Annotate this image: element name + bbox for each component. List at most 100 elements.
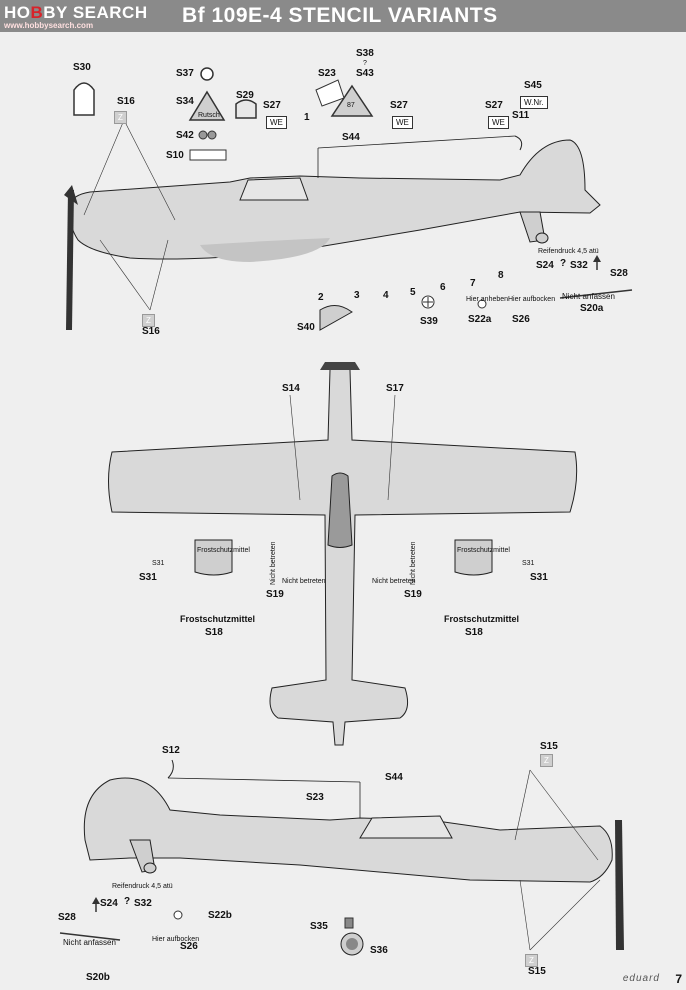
stencil-frost-right: Frostschutzmittel bbox=[444, 614, 520, 624]
label-s24-bottom: S24 bbox=[100, 898, 118, 909]
plan-view bbox=[108, 362, 578, 746]
stencil-frost-left-panel: Frostschutzmittel bbox=[197, 547, 250, 554]
s34-triangle-icon bbox=[188, 90, 226, 121]
hobbysearch-logo: HOBBY SEARCH bbox=[4, 3, 148, 22]
header-bar: HOBBY SEARCH www.hobbysearch.com Bf 109E… bbox=[0, 0, 686, 32]
plan-cockpit bbox=[327, 472, 353, 548]
label-q-s38: ? bbox=[363, 60, 367, 67]
canopy-top bbox=[239, 177, 309, 201]
wing-root-top bbox=[200, 238, 330, 262]
label-s32-bottom: S32 bbox=[134, 898, 152, 909]
label-s15-bottom: S15 bbox=[528, 966, 546, 977]
fuselage-side-top bbox=[69, 139, 601, 260]
propeller-bottom bbox=[615, 820, 624, 950]
label-s26-bottom: S26 bbox=[180, 941, 198, 952]
label-s29: S29 bbox=[236, 90, 254, 101]
stencil-frost-right-panel: Frostschutzmittel bbox=[457, 547, 510, 554]
label-s27-b: S27 bbox=[390, 100, 408, 111]
label-s16: S16 bbox=[117, 96, 135, 107]
side-view-bottom bbox=[83, 759, 624, 956]
label-s16-bottom: S16 bbox=[142, 326, 160, 337]
label-number-4: 4 bbox=[383, 290, 389, 301]
plan-panel-right bbox=[454, 539, 493, 576]
s37-ring-icon bbox=[200, 67, 214, 81]
s20a-arrow-icon bbox=[559, 289, 633, 299]
stencil-we-c: WE bbox=[488, 116, 509, 129]
label-s42: S42 bbox=[176, 130, 194, 141]
stencil-nicht-betreten-r1: Nicht betreten bbox=[372, 578, 416, 585]
label-s32-top: S32 bbox=[570, 260, 588, 271]
s22b-circle-icon bbox=[173, 910, 183, 920]
label-number-5: 5 bbox=[410, 287, 416, 298]
label-s23-bottom: S23 bbox=[306, 792, 324, 803]
label-s10: S10 bbox=[166, 150, 184, 161]
stencil-nicht-betreten-l2: Nicht betreten bbox=[282, 578, 326, 585]
label-s36: S36 bbox=[370, 945, 388, 956]
plan-prop bbox=[320, 362, 360, 370]
label-s43: S43 bbox=[356, 68, 374, 79]
label-s37: S37 bbox=[176, 68, 194, 79]
label-s31-left: S31 bbox=[139, 572, 157, 583]
s42-circle-icon bbox=[198, 130, 208, 140]
leader-lines bbox=[83, 119, 601, 951]
label-s34: S34 bbox=[176, 96, 194, 107]
label-s17: S17 bbox=[386, 383, 404, 394]
stencil-hier-aufbocken-bottom: Hier aufbocken bbox=[152, 936, 200, 943]
stencil-wnr: W.Nr. bbox=[520, 96, 548, 109]
side-view-top bbox=[64, 135, 601, 331]
label-s28-top: S28 bbox=[610, 268, 628, 279]
label-s19-left: S19 bbox=[266, 589, 284, 600]
stencil-hier-anheben-top: Hier anheben bbox=[466, 296, 509, 303]
label-s18-right: S18 bbox=[465, 627, 483, 638]
label-s44: S44 bbox=[342, 132, 360, 143]
stencil-nicht-anfassen-bottom: Nicht anfassen bbox=[63, 938, 116, 947]
label-q-bottom: ? bbox=[124, 896, 131, 907]
stencil-hier-aufbocken-top: Hier aufbocken bbox=[508, 296, 556, 303]
label-s26-top: S26 bbox=[512, 314, 530, 325]
label-number-3: 3 bbox=[354, 290, 360, 301]
stencil-z-b1: Z bbox=[540, 754, 553, 767]
label-s23: S23 bbox=[318, 68, 336, 79]
stencil-z-b2: Z bbox=[525, 954, 538, 967]
label-number-1: 1 bbox=[304, 112, 310, 123]
fuselage-side-bottom bbox=[83, 777, 613, 883]
label-s15: S15 bbox=[540, 741, 558, 752]
s23-panel-icon bbox=[315, 79, 345, 107]
s29-hatch-icon bbox=[235, 99, 257, 119]
label-s44-bottom: S44 bbox=[385, 772, 403, 783]
s42-circle-icon-2 bbox=[207, 130, 217, 140]
stencil-z-top: Z bbox=[114, 111, 127, 124]
plan-fuselage-wings bbox=[108, 362, 578, 746]
label-s18-left: S18 bbox=[205, 627, 223, 638]
label-number-7: 7 bbox=[470, 278, 476, 289]
label-number-6: 6 bbox=[440, 282, 446, 293]
s20b-arrow-icon bbox=[59, 932, 121, 941]
label-s40: S40 bbox=[297, 322, 315, 333]
label-s20a: S20a bbox=[580, 303, 604, 314]
stencil-s31-left: S31 bbox=[152, 560, 165, 567]
page-number: 7 bbox=[675, 972, 682, 986]
label-s19-right: S19 bbox=[404, 589, 422, 600]
page-title: Bf 109E-4 STENCIL VARIANTS bbox=[182, 4, 498, 27]
spinner-top bbox=[64, 185, 78, 205]
stencil-we-b: WE bbox=[392, 116, 413, 129]
stencil-icons bbox=[59, 67, 633, 941]
label-number-8: 8 bbox=[498, 270, 504, 281]
s43-triangle-icon bbox=[330, 84, 374, 117]
label-s24-top: S24 bbox=[536, 260, 554, 271]
label-number-2: 2 bbox=[318, 292, 324, 303]
tailwheel-wheel-top bbox=[535, 232, 549, 244]
label-s30: S30 bbox=[73, 62, 91, 73]
label-s38: S38 bbox=[356, 48, 374, 59]
stencil-reifendruck-top: Reifendruck 4,5 atü bbox=[538, 248, 599, 255]
stencil-reifendruck-bottom: Reifendruck 4,5 atü bbox=[112, 883, 173, 890]
stencil-rutsch: Rutsch bbox=[198, 112, 220, 119]
tailwheel-wheel-bottom bbox=[143, 862, 157, 874]
label-s27-a: S27 bbox=[263, 100, 281, 111]
label-s20b: S20b bbox=[86, 972, 110, 983]
stencil-we-a: WE bbox=[266, 116, 287, 129]
label-s27-c: S27 bbox=[485, 100, 503, 111]
plan-panel-left bbox=[194, 539, 233, 576]
label-s39: S39 bbox=[420, 316, 438, 327]
